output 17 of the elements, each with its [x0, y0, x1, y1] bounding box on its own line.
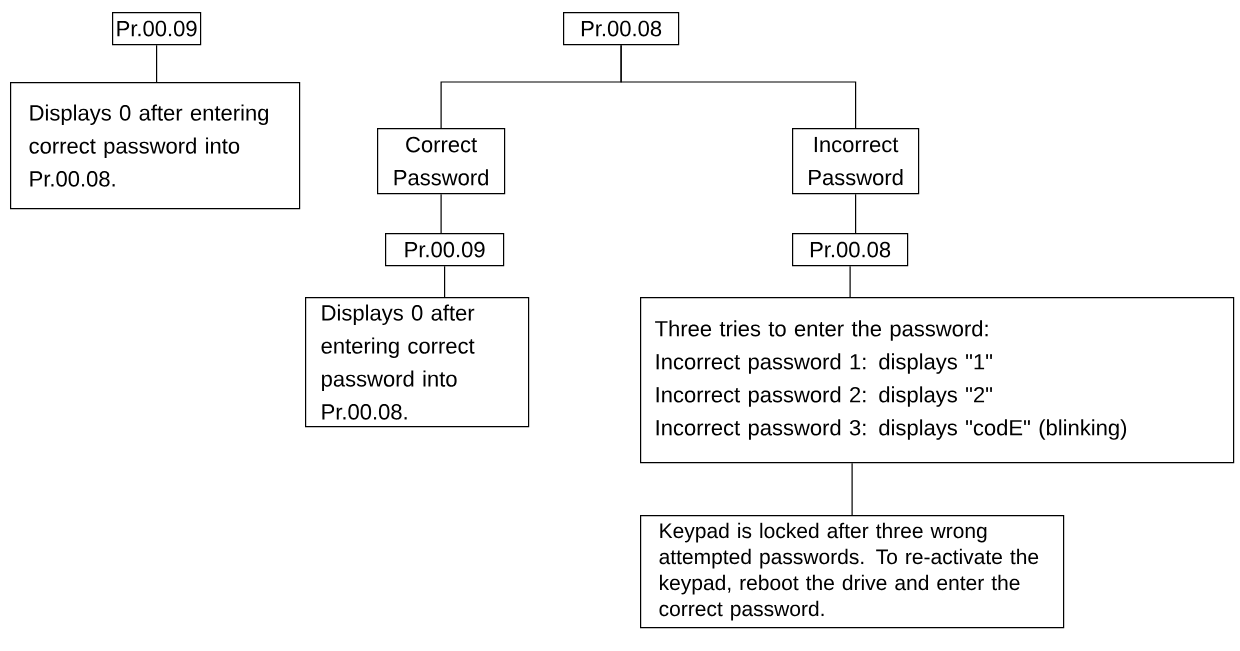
result-box: Correct Password	[377, 128, 506, 195]
description-box: Keypad is locked after three wrong attempted passwords. To re-activate the keypad, reboot the drive and enter the correct password.	[640, 515, 1065, 629]
result-box: Incorrect Password	[792, 128, 920, 195]
description-box: Displays 0 after entering correct password into Pr.00.08.	[10, 82, 301, 210]
connector-line	[444, 265, 446, 298]
description-box: Displays 0 after entering correct password into Pr.00.08.	[305, 297, 530, 428]
parameter-box: Pr.00.09	[112, 12, 202, 46]
connector-line	[156, 44, 158, 83]
connector-line	[851, 462, 853, 516]
connector-line	[620, 44, 857, 129]
parameter-box: Pr.00.08	[792, 233, 909, 267]
description-box: Three tries to enter the password: Incorrect password 1: displays "1" Incorrect password 2: displays "2" Incorrect password 3: displays "codE" (blinking)	[640, 297, 1235, 464]
connector-line	[849, 265, 851, 298]
parameter-box: Pr.00.09	[385, 233, 505, 267]
parameter-box: Pr.00.08	[563, 12, 680, 46]
connector-line	[440, 193, 442, 234]
connector-line	[855, 193, 857, 234]
